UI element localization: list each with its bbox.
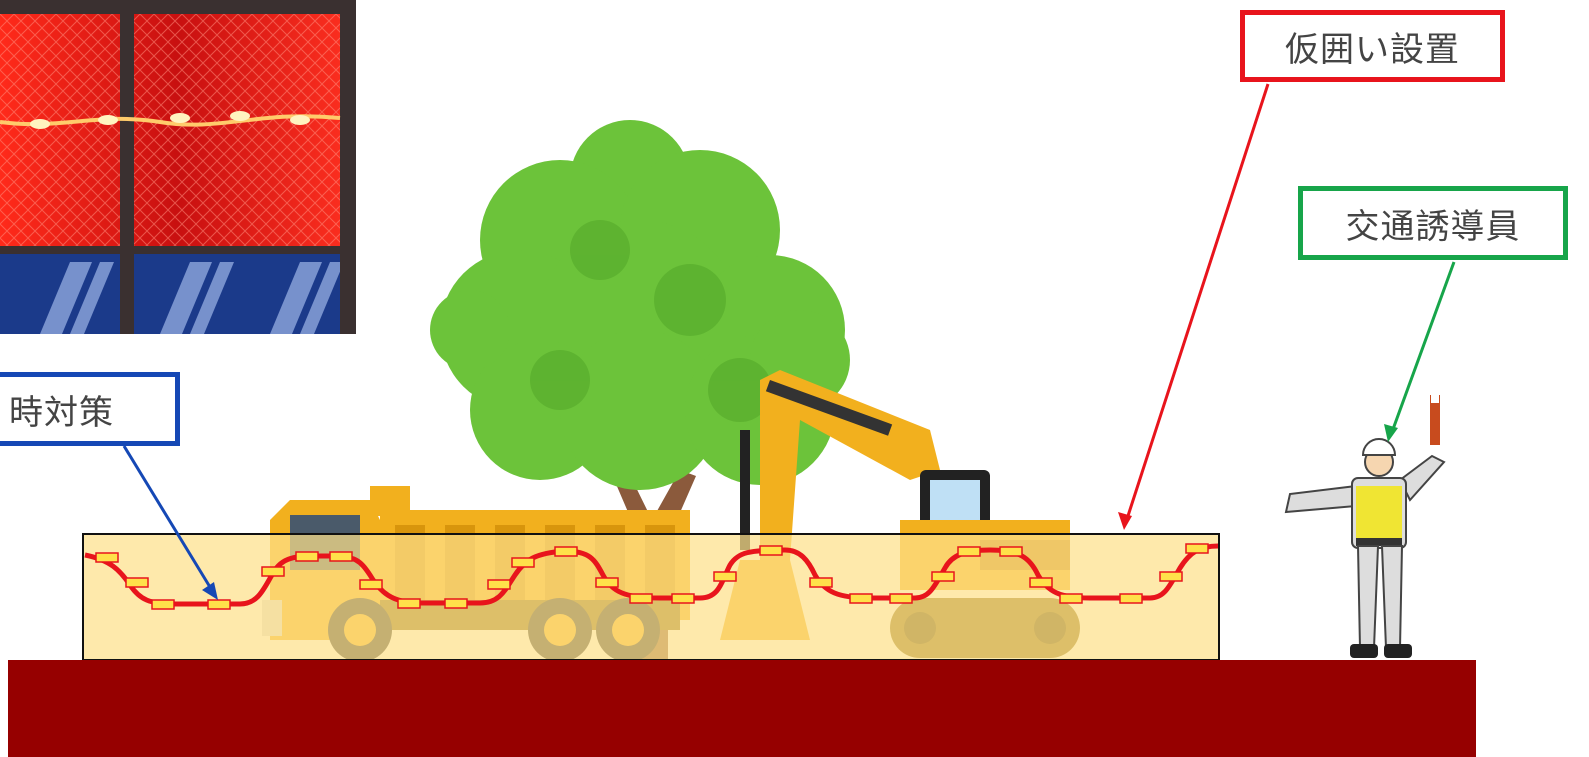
fence-label: 仮囲い設置 — [1240, 10, 1505, 82]
warning-light-photo — [0, 0, 356, 334]
traffic-guide-label: 交通誘導員 — [1298, 186, 1568, 260]
ground — [8, 660, 1476, 757]
traffic-guard-icon — [1286, 395, 1444, 658]
night-measure-label: 時対策 — [0, 372, 180, 446]
